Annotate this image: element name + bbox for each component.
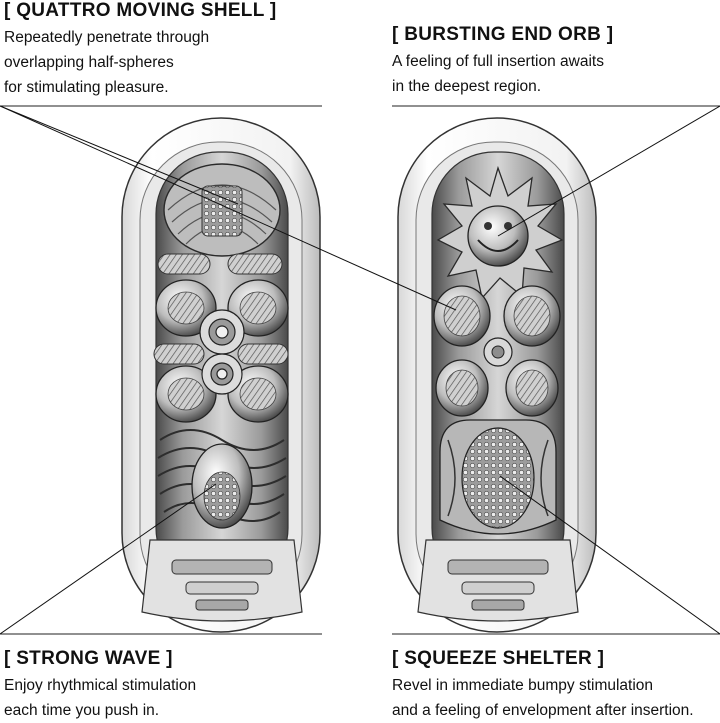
strong-wave-label: [ STRONG WAVE ] Enjoy rhythmical stimula… [4, 648, 196, 723]
desc-line: A feeling of full insertion awaits [392, 53, 604, 70]
bursting-end-orb-description: A feeling of full insertion awaits in th… [392, 49, 613, 99]
callout-squeeze [499, 475, 720, 635]
quattro-moving-shell-description: Repeatedly penetrate through overlapping… [4, 25, 277, 100]
bursting-end-orb-label: [ BURSTING END ORB ] A feeling of full i… [392, 24, 613, 99]
desc-line: Revel in immediate bumpy stimulation [392, 677, 654, 694]
bursting-end-orb-title: [ BURSTING END ORB ] [392, 24, 614, 45]
callout-strong-wave [0, 483, 217, 635]
strong-wave-description: Enjoy rhythmical stimulation each time y… [4, 673, 196, 723]
desc-line: and a feeling of envelopment after inser… [392, 702, 694, 719]
quattro-moving-shell-label: [ QUATTRO MOVING SHELL ] Repeatedly pene… [4, 0, 277, 100]
desc-line: for stimulating pleasure. [4, 79, 169, 96]
squeeze-shelter-title: [ SQUEEZE SHELTER ] [392, 648, 605, 669]
desc-line: in the deepest region. [392, 78, 542, 95]
squeeze-shelter-description: Revel in immediate bumpy stimulation and… [392, 673, 694, 723]
right-cup [397, 117, 597, 633]
desc-line: Enjoy rhythmical stimulation [4, 677, 197, 694]
strong-wave-title: [ STRONG WAVE ] [4, 648, 173, 669]
desc-line: each time you push in. [4, 702, 160, 719]
callout-bursting [497, 105, 720, 237]
desc-line: overlapping half-spheres [4, 54, 174, 71]
callout-quattro-1 [0, 105, 239, 205]
left-cup [121, 117, 321, 633]
desc-line: Repeatedly penetrate through [4, 29, 210, 46]
callout-quattro-2 [0, 105, 457, 311]
quattro-moving-shell-title: [ QUATTRO MOVING SHELL ] [4, 0, 277, 21]
squeeze-shelter-label: [ SQUEEZE SHELTER ] Revel in immediate b… [392, 648, 694, 723]
